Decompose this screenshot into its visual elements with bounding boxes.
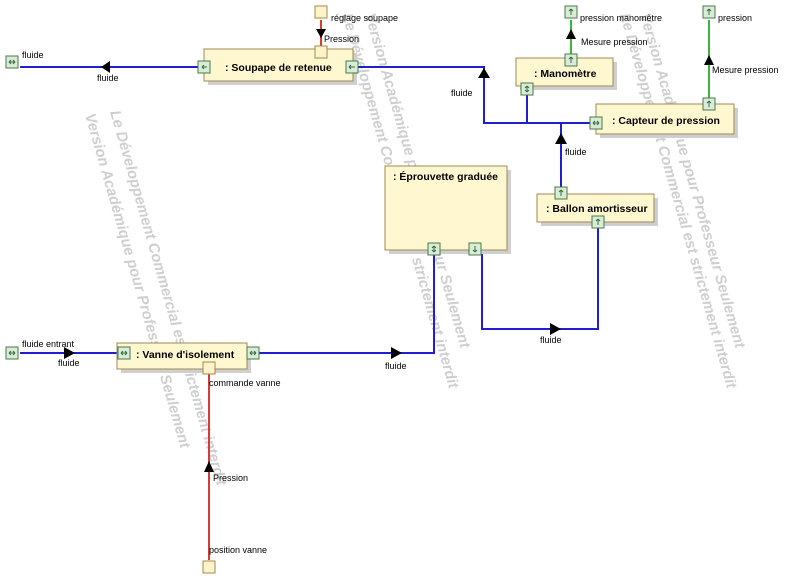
ext-port-reglage-icon[interactable]	[314, 5, 328, 19]
signal-connectors	[204, 20, 326, 560]
block-vanne[interactable]: : Vanne d'isolement	[116, 342, 251, 373]
block-soupape[interactable]: : Soupape de retenue	[203, 48, 357, 85]
block-capteur[interactable]: : Capteur de pression	[595, 103, 738, 138]
label-fluide-top: fluide	[97, 73, 119, 83]
label-fluide-vanne: fluide	[385, 361, 407, 371]
flow-line-vanne-eprouvette[interactable]	[259, 252, 435, 354]
measure-connectors	[566, 20, 714, 104]
port-soupape-right-icon[interactable]	[345, 60, 359, 74]
block-eprouvette[interactable]: : Éprouvette graduée	[384, 165, 511, 254]
watermark-line-2: Le Développement Commercial est strictem…	[106, 108, 230, 488]
label-fluide-bottom: fluide	[540, 335, 562, 345]
block-title-capteur: : Capteur de pression	[612, 115, 720, 127]
flow-line-soupape-capteur[interactable]	[358, 66, 596, 124]
label-position-vanne: position vanne	[209, 545, 267, 555]
port-soupape-left-icon[interactable]	[197, 60, 211, 74]
arrow-left-icon	[101, 61, 110, 73]
label-pression-top: Pression	[324, 34, 359, 44]
flow-connectors	[20, 61, 599, 359]
port-eprouvette-left-icon[interactable]	[427, 242, 441, 256]
label-mesure-pression-capteur: Mesure pression	[712, 65, 779, 75]
arrow-right-icon	[391, 347, 402, 359]
label-pression-right: pression	[718, 13, 752, 23]
arrow-up-icon	[704, 55, 714, 65]
port-manometre-top-icon[interactable]	[564, 53, 578, 67]
arrow-down-icon	[316, 29, 326, 38]
port-eprouvette-right-icon[interactable]	[468, 242, 482, 256]
ext-port-fluide-left-icon[interactable]	[5, 55, 19, 69]
arrow-up-icon	[204, 461, 214, 472]
ext-port-pression-right-icon[interactable]	[702, 5, 716, 19]
label-reglage-soupape: réglage soupape	[331, 13, 398, 23]
port-soupape-top-icon	[314, 45, 328, 59]
block-title-soupape: : Soupape de retenue	[225, 62, 332, 74]
block-title-ballon: : Ballon amortisseur	[546, 203, 648, 215]
label-pression-bottom: Pression	[213, 473, 248, 483]
port-capteur-top-icon[interactable]	[702, 97, 716, 111]
block-title-vanne: : Vanne d'isolement	[136, 349, 235, 361]
arrow-right-icon	[550, 323, 561, 335]
port-ballon-top-icon[interactable]	[554, 186, 568, 200]
label-ext-fluide: fluide	[22, 50, 44, 60]
arrow-up-icon	[566, 29, 576, 39]
label-fluide-entrant: fluide entrant	[22, 339, 75, 349]
arrow-right-icon	[64, 347, 75, 359]
port-capteur-left-icon[interactable]	[589, 116, 603, 130]
port-ballon-bottom-icon[interactable]	[591, 215, 605, 229]
port-vanne-bottom-icon	[202, 361, 216, 375]
watermark-line-5: Version Académique pour Professeur Seule…	[636, 11, 748, 351]
ext-port-fluide-entrant-icon[interactable]	[5, 346, 19, 360]
arrow-up-icon	[555, 133, 567, 144]
label-fluide-mid: fluide	[451, 88, 473, 98]
port-vanne-right-icon[interactable]	[246, 346, 260, 360]
ports	[117, 45, 716, 375]
port-manometre-bottom-icon[interactable]	[520, 82, 534, 96]
label-pression-manometre: pression manomètre	[580, 13, 662, 23]
label-mesure-pression-mano: Mesure pression	[581, 37, 648, 47]
block-title-eprouvette: : Éprouvette graduée	[393, 170, 498, 183]
block-title-manometre: : Manomètre	[534, 68, 597, 80]
external-ports	[5, 5, 716, 574]
label-fluide-entrant-link: fluide	[58, 358, 80, 368]
labels: fluide fluide réglage soupape Pression p…	[22, 13, 779, 555]
label-commande-vanne: commande vanne	[209, 378, 281, 388]
ext-port-position-vanne-icon[interactable]	[202, 560, 216, 574]
label-fluide-ballon: fluide	[565, 147, 587, 157]
arrow-up-icon	[478, 68, 490, 78]
ext-port-pression-mano-icon[interactable]	[564, 5, 578, 19]
port-vanne-left-icon[interactable]	[117, 346, 131, 360]
